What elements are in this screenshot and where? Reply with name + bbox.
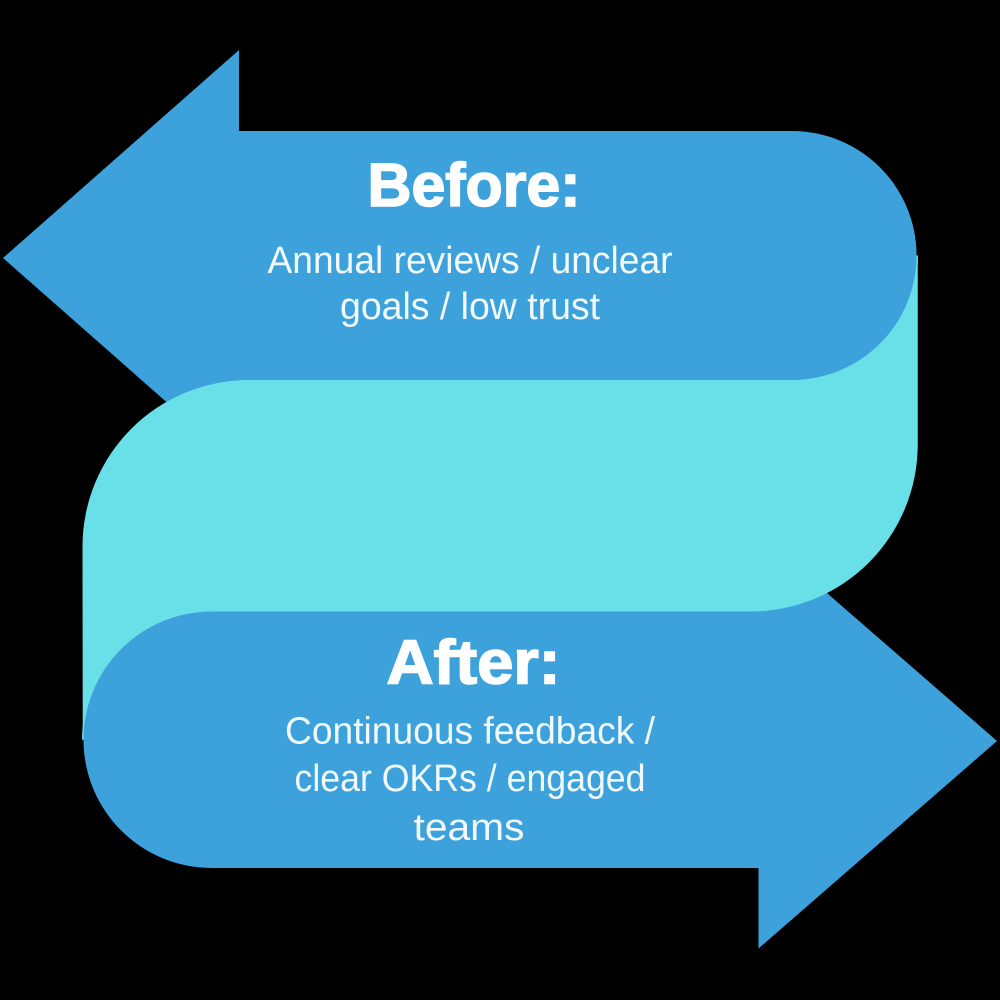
svg-text:clear OKRs / engaged: clear OKRs / engaged <box>295 758 646 800</box>
svg-text:goals / low trust: goals / low trust <box>340 286 600 328</box>
svg-text:After:: After: <box>387 629 561 698</box>
svg-text:Annual reviews / unclear: Annual reviews / unclear <box>268 240 673 282</box>
svg-text:Continuous feedback /: Continuous feedback / <box>285 711 655 753</box>
svg-text:Before:: Before: <box>368 151 581 219</box>
svg-text:teams: teams <box>414 807 525 849</box>
